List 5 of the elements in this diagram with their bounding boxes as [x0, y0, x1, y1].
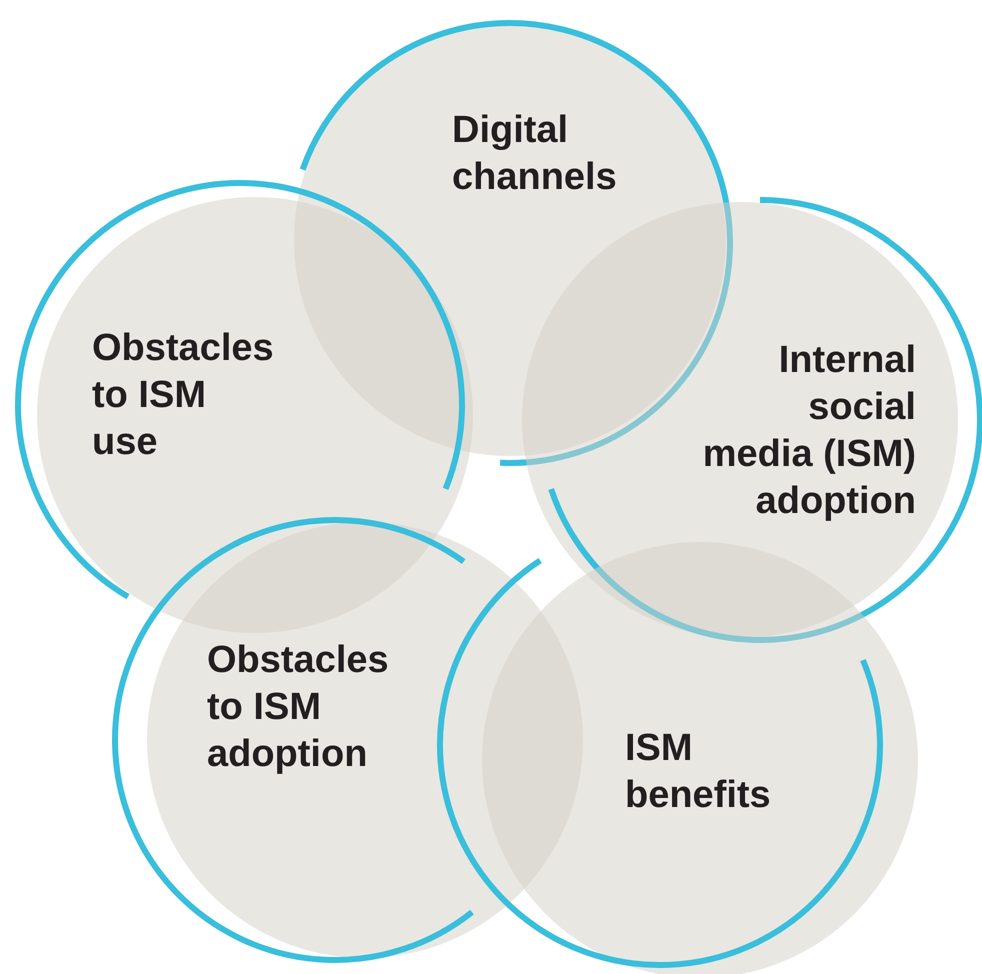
circle-label: Digital channels	[452, 108, 618, 200]
circle-label: Internal social media (ISM) adoption	[702, 338, 916, 524]
circle-label: Obstacles to ISM adoption	[207, 638, 390, 777]
circle-label: ISM benefits	[625, 726, 772, 818]
circle-label: Obstacles to ISM use	[92, 326, 275, 465]
